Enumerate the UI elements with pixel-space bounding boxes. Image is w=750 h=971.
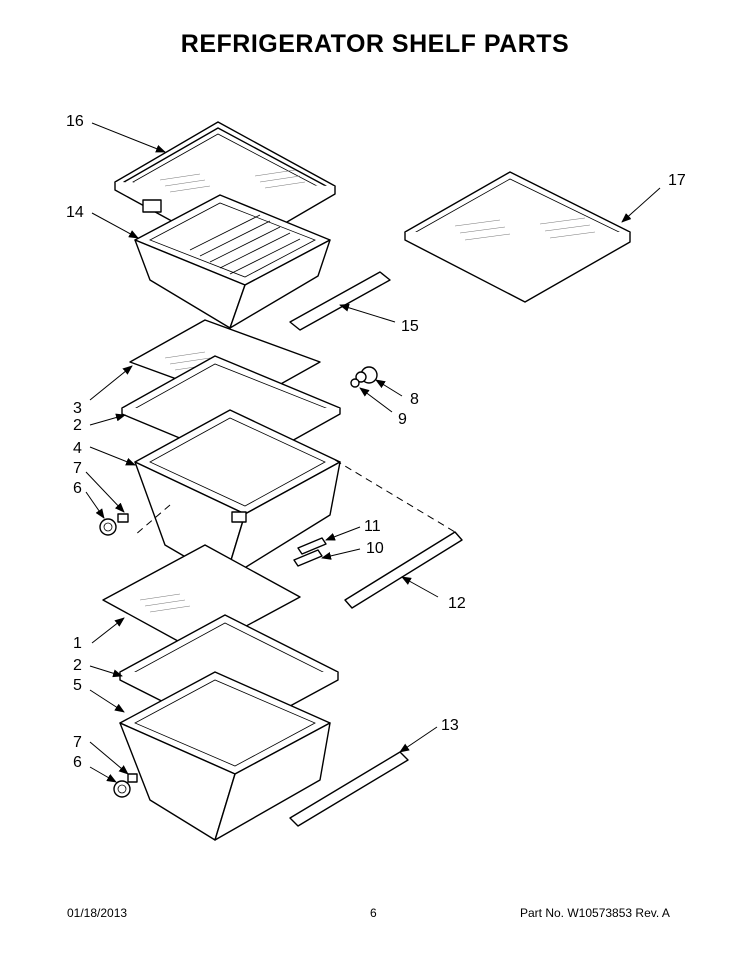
callout-6-lower: 6 (73, 754, 82, 771)
leader-9 (359, 387, 393, 413)
leader-1 (91, 617, 125, 644)
leader-11 (325, 526, 361, 541)
callout-2-upper: 2 (73, 417, 82, 434)
glass-shelf-1-part (102, 544, 301, 653)
callout-5: 5 (73, 677, 82, 694)
roller-6-upper-part (99, 518, 117, 536)
callout-6-upper: 6 (73, 480, 82, 497)
leader-lines (85, 122, 661, 783)
crisper-drawer-4-part (134, 409, 341, 581)
callout-7-upper: 7 (73, 460, 82, 477)
callout-14: 14 (66, 204, 84, 221)
pin-7-upper-part (117, 513, 129, 523)
leader-7-upper (85, 471, 125, 513)
callout-9: 9 (398, 411, 407, 428)
leader-14 (91, 212, 139, 239)
leader-3 (89, 365, 133, 401)
clip-11-part (297, 537, 327, 555)
leader-16 (91, 122, 166, 153)
callout-12: 12 (448, 595, 466, 612)
callout-1: 1 (73, 635, 82, 652)
callout-8: 8 (410, 391, 419, 408)
leader-2-upper (89, 413, 126, 426)
spacer-9-part (350, 378, 360, 388)
leader-13 (399, 726, 438, 753)
callout-2-lower: 2 (73, 657, 82, 674)
callout-7-lower: 7 (73, 734, 82, 751)
pin-7-lower-part (127, 773, 138, 783)
trim-strip-15-part (289, 271, 391, 331)
crisper-drawer-5-part (119, 671, 331, 841)
callout-4: 4 (73, 440, 82, 457)
leader-8 (375, 379, 403, 397)
right-glass-shelf-part (404, 171, 631, 303)
leader-17 (621, 187, 661, 223)
leader-6-upper (85, 491, 105, 519)
leader-2-lower (89, 665, 123, 678)
page-title: REFRIGERATOR SHELF PARTS (180, 30, 570, 58)
leader-10 (321, 548, 361, 560)
trim-strip-13-part (289, 751, 409, 827)
clip-10-part (293, 549, 323, 567)
callout-16: 16 (66, 113, 84, 130)
footer-date: 01/18/2013 (67, 906, 128, 920)
footer-part-info: Part No. W10573853 Rev. A (520, 906, 670, 920)
callout-11: 11 (364, 518, 381, 535)
knob-8-part (355, 366, 378, 384)
footer-page-number: 6 (370, 906, 377, 920)
deli-pan-part (134, 194, 331, 329)
callout-15: 15 (401, 318, 419, 335)
leader-12 (401, 576, 439, 598)
leader-6-lower (89, 766, 117, 783)
callout-13: 13 (441, 717, 459, 734)
top-shelf-frame-part (114, 121, 336, 255)
leader-5 (89, 689, 125, 713)
trim-strip-12-part (134, 459, 463, 609)
leader-15 (339, 303, 396, 323)
roller-6-lower-part (113, 780, 131, 798)
callout-17: 17 (668, 172, 686, 189)
leader-7-lower (89, 741, 129, 775)
callout-10: 10 (366, 540, 384, 557)
leader-4 (89, 446, 136, 466)
callout-labels: 16 17 14 15 3 2 8 9 4 7 6 11 10 12 1 2 5… (66, 113, 686, 771)
callout-3: 3 (73, 400, 82, 417)
